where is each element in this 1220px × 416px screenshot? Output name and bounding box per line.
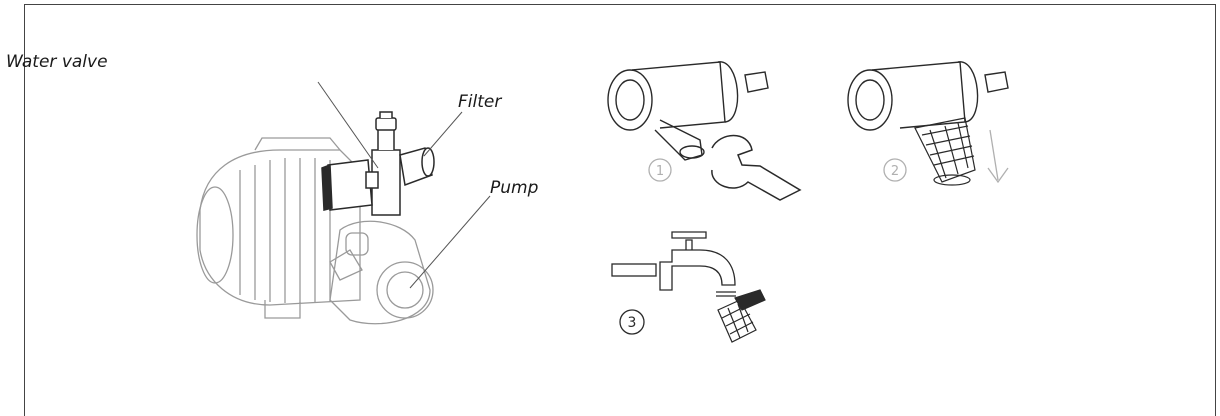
wrench-icon bbox=[711, 134, 802, 201]
water-valve-filter-assembly bbox=[321, 111, 435, 216]
svg-text:2: 2 bbox=[891, 164, 899, 179]
filter-rinse-icon bbox=[717, 289, 766, 343]
faucet-icon bbox=[611, 231, 736, 297]
filter-screen-icon bbox=[914, 117, 976, 186]
step2-badge: 2 bbox=[883, 158, 907, 182]
label-water-valve: Water valve bbox=[6, 52, 108, 72]
pump-illustration bbox=[196, 137, 434, 325]
diagram-frame bbox=[24, 4, 1216, 416]
leader-lines bbox=[317, 81, 491, 289]
arrow-down-icon bbox=[987, 129, 1009, 184]
svg-text:3: 3 bbox=[628, 315, 637, 331]
step3-badge: 3 bbox=[619, 309, 645, 335]
step2-filter-housing bbox=[847, 61, 1009, 131]
step1-filter-housing bbox=[607, 61, 769, 161]
step1-badge: 1 bbox=[648, 158, 672, 182]
label-filter: Filter bbox=[458, 92, 502, 112]
svg-text:1: 1 bbox=[656, 164, 664, 179]
label-pump: Pump bbox=[490, 178, 539, 198]
